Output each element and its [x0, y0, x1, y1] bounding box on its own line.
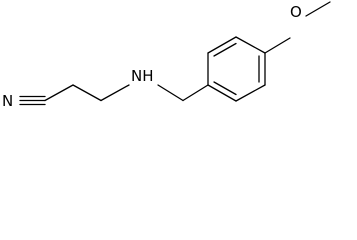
bond-c2-c3 [72, 84, 102, 102]
bond-ch2-ring [182, 84, 209, 102]
bond-c1-c2 [44, 84, 74, 102]
ether-o-label: O [290, 3, 302, 21]
nitrile-triple-bond [19, 95, 46, 106]
bond-o-ch3 [305, 1, 331, 17]
bond-ring-o [264, 37, 291, 54]
nitrile-n-label: N [2, 92, 13, 110]
bond-c3-n [100, 84, 130, 102]
amine-nh-label: NH [131, 67, 154, 85]
structure-diagram: N NH O [2, 1, 331, 110]
bond-n-ch2 [157, 84, 184, 102]
benzene-ring [207, 36, 266, 102]
